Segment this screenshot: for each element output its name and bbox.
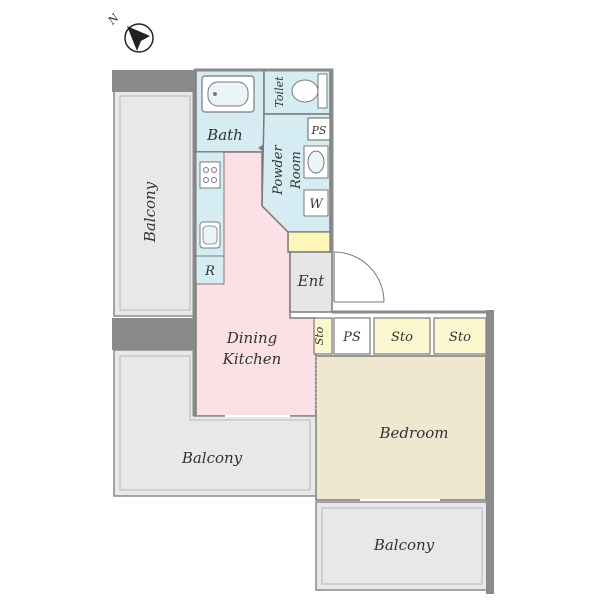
storage-1: Sto bbox=[373, 317, 431, 355]
compass: N bbox=[105, 11, 154, 53]
toilet: Toilet bbox=[263, 69, 331, 115]
storage-1-label: Sto bbox=[391, 330, 413, 345]
bath: Bath bbox=[195, 69, 265, 153]
balcony-bedroom: Balcony bbox=[315, 310, 494, 594]
compass-label: N bbox=[105, 11, 122, 28]
refrigerator-label: R bbox=[204, 264, 215, 279]
toilet-icon bbox=[291, 73, 328, 109]
ps-top: PS bbox=[307, 117, 331, 141]
door-swing-icon bbox=[333, 251, 385, 303]
sink-icon bbox=[303, 145, 329, 179]
storage-2-label: Sto bbox=[449, 330, 471, 345]
hall bbox=[287, 231, 331, 253]
washer-space bbox=[303, 189, 329, 217]
toilet-label: Toilet bbox=[273, 76, 286, 108]
stove-icon bbox=[199, 161, 221, 189]
ps-mid-label: PS bbox=[342, 330, 361, 345]
door-marker bbox=[258, 144, 264, 152]
balcony-south-label: Balcony bbox=[181, 449, 243, 467]
balcony-west: Balcony bbox=[112, 70, 196, 350]
balcony-bedroom-label: Balcony bbox=[373, 536, 435, 554]
entrance: Ent bbox=[289, 251, 385, 313]
entrance-label: Ent bbox=[297, 272, 326, 290]
powder-room-label-2: Room bbox=[289, 151, 304, 190]
bedroom: Bedroom bbox=[315, 355, 487, 501]
storage-small: Sto bbox=[313, 317, 333, 355]
dining-kitchen: R Dining Kitchen bbox=[195, 151, 317, 417]
bath-label: Bath bbox=[206, 126, 243, 144]
powder-room: Powder Room W bbox=[258, 113, 331, 233]
ps-top-label: PS bbox=[311, 124, 327, 137]
storage-2: Sto bbox=[433, 317, 487, 355]
balcony-west-label: Balcony bbox=[141, 181, 159, 243]
dining-kitchen-label-1: Dining bbox=[226, 329, 278, 347]
bathtub-icon bbox=[201, 75, 255, 113]
north-arrow-icon bbox=[124, 23, 154, 53]
dining-kitchen-label-2: Kitchen bbox=[222, 350, 282, 368]
refrigerator-space bbox=[195, 255, 225, 285]
walls bbox=[192, 68, 492, 416]
storage-small-label: Sto bbox=[313, 326, 326, 345]
bedroom-label: Bedroom bbox=[379, 424, 449, 442]
kitchen-sink-icon bbox=[199, 221, 221, 249]
ps-mid: PS bbox=[333, 317, 371, 355]
washer-label: W bbox=[309, 197, 324, 212]
powder-room-label-1: Powder bbox=[271, 145, 286, 196]
